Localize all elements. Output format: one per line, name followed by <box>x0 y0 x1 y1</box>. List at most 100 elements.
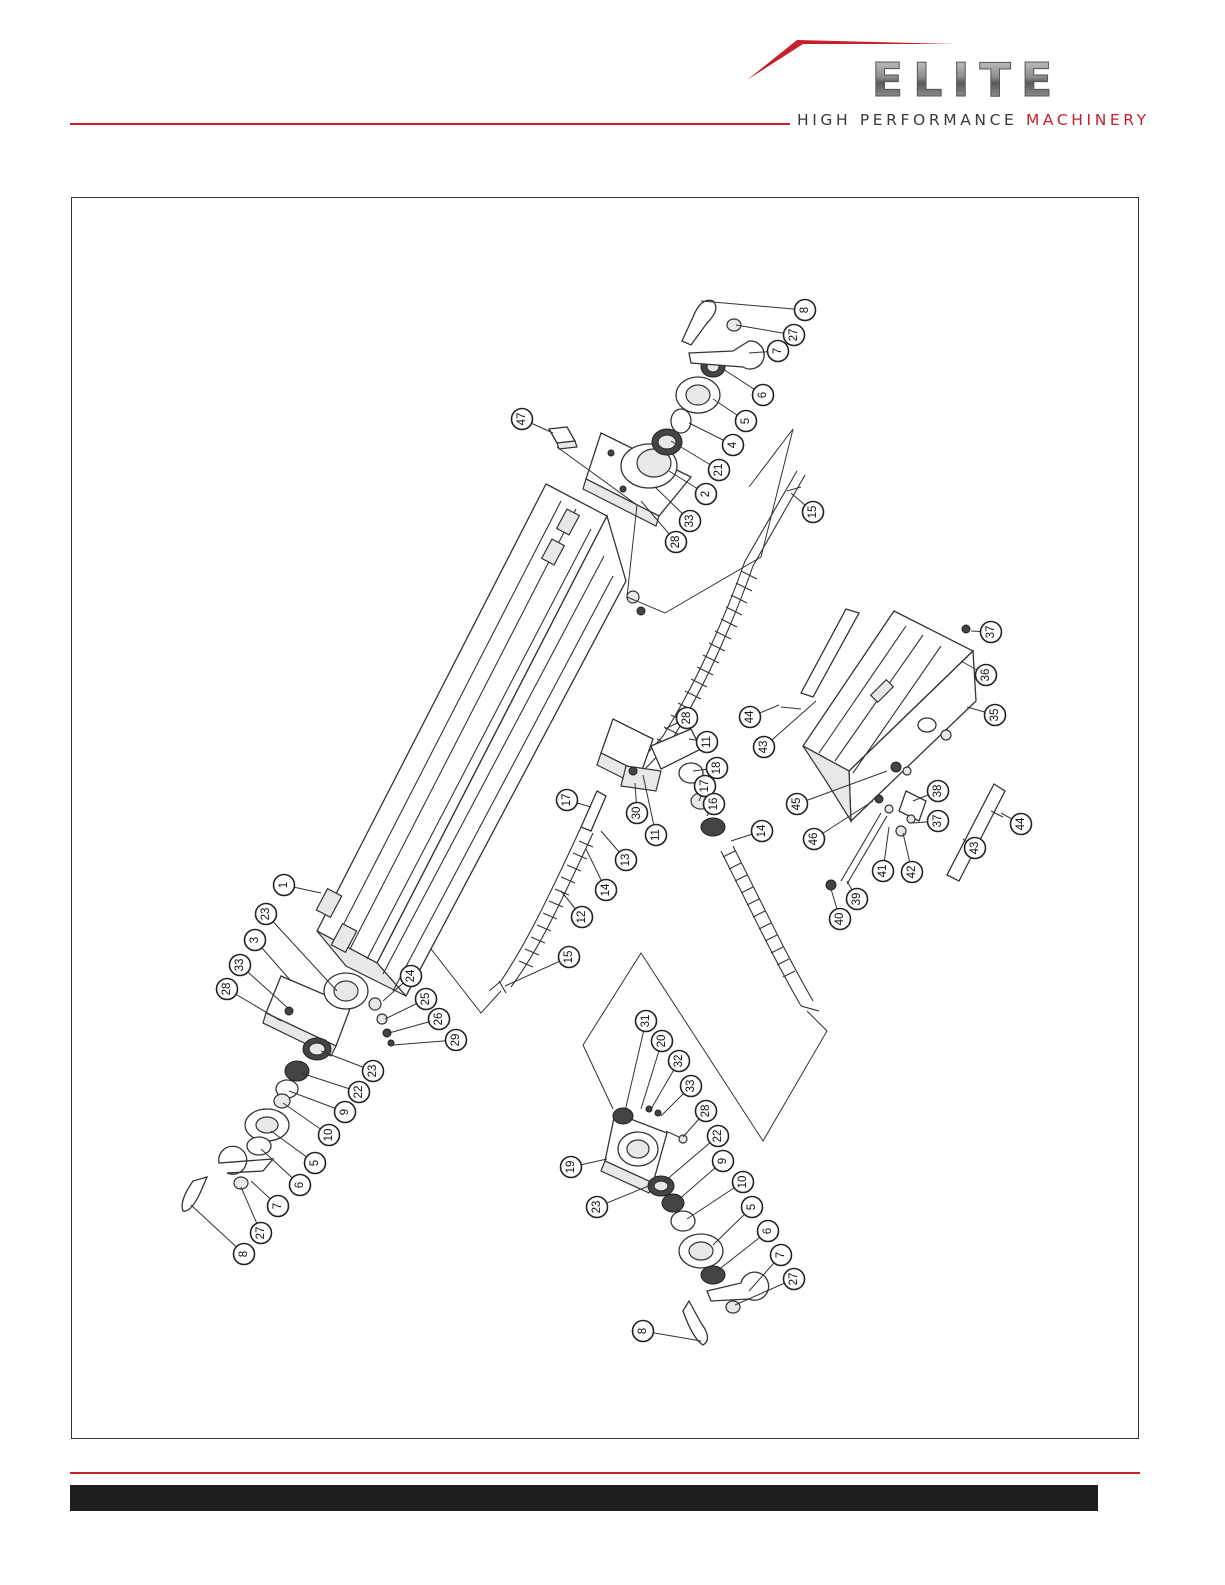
callout-number: 7 <box>272 1203 284 1209</box>
part-callout-19: 19 <box>561 1157 608 1178</box>
callout-number: 15 <box>563 951 575 964</box>
part-callout-15: 15 <box>791 493 824 523</box>
callout-number: 31 <box>640 1015 652 1028</box>
part-callout-4: 4 <box>689 423 744 456</box>
footer-rule <box>70 1472 1140 1474</box>
callout-leader-line <box>625 1021 646 1111</box>
header-rule <box>70 123 790 125</box>
part-callout-5: 5 <box>713 1197 763 1246</box>
callout-number: 21 <box>713 464 725 477</box>
part-callout-8: 8 <box>701 300 816 321</box>
part-callout-29: 29 <box>393 1030 467 1051</box>
callout-number: 23 <box>591 1201 603 1214</box>
part-callout-47: 47 <box>512 409 554 434</box>
part-callout-7: 7 <box>251 1181 289 1217</box>
callout-number: 47 <box>516 413 528 426</box>
callout-number: 10 <box>323 1129 335 1142</box>
part-callout-12: 12 <box>561 891 593 928</box>
callout-number: 17 <box>699 780 711 793</box>
part-callout-6: 6 <box>717 1221 779 1272</box>
callout-number: 5 <box>740 418 752 424</box>
callout-number: 20 <box>656 1035 668 1048</box>
callout-leader-line <box>701 301 805 310</box>
callout-number: 43 <box>758 741 770 754</box>
callout-number: 9 <box>339 1109 351 1115</box>
stop-block <box>549 427 577 449</box>
part-callout-44: 44 <box>1001 813 1032 835</box>
callout-number: 8 <box>238 1251 250 1257</box>
callout-number: 2 <box>700 491 712 497</box>
part-callout-37: 37 <box>971 622 1002 643</box>
callout-number: 27 <box>788 1273 800 1286</box>
part-callout-13: 13 <box>601 831 637 871</box>
part-callout-22: 22 <box>301 1073 370 1103</box>
callout-number: 39 <box>851 893 863 906</box>
part-callout-38: 38 <box>913 781 949 802</box>
part-callout-9: 9 <box>289 1091 356 1123</box>
callout-number: 18 <box>711 762 723 775</box>
callout-number: 44 <box>744 710 756 723</box>
callout-number: 6 <box>757 392 769 398</box>
part-callout-1: 1 <box>274 875 322 896</box>
callout-number: 12 <box>576 911 588 924</box>
callout-number: 7 <box>775 1252 787 1258</box>
callout-number: 8 <box>799 307 811 313</box>
logo-tagline-main: HIGH PERFORMANCE <box>797 111 1017 129</box>
logo-word: ELITE <box>872 54 1063 107</box>
logo-wordmark: ELITE <box>795 54 1140 116</box>
part-callout-14: 14 <box>586 849 617 901</box>
callout-number: 27 <box>255 1227 267 1240</box>
callout-number: 22 <box>353 1086 365 1099</box>
callout-number: 15 <box>807 506 819 519</box>
diagram-canvas: 8277654212332847153736354443281118171614… <box>72 198 1138 1438</box>
part-callout-6: 6 <box>261 1149 311 1196</box>
callout-number: 30 <box>631 807 643 820</box>
callout-number: 36 <box>980 669 992 682</box>
callout-number: 32 <box>673 1055 685 1068</box>
callout-number: 7 <box>772 348 784 354</box>
part-callout-3: 3 <box>245 930 292 982</box>
callout-number: 19 <box>565 1161 577 1174</box>
bottom-end-bracket <box>601 1106 687 1193</box>
part-callout-14: 14 <box>731 821 773 842</box>
part-callout-39: 39 <box>847 881 868 910</box>
callout-number: 22 <box>712 1130 724 1143</box>
left-feed-screw <box>489 791 606 993</box>
exploded-parts-diagram: 8277654212332847153736354443281118171614… <box>71 197 1139 1439</box>
callout-number: 4 <box>727 441 739 448</box>
part-callout-46: 46 <box>804 801 874 850</box>
part-callout-5: 5 <box>271 1131 326 1174</box>
callout-number: 43 <box>969 842 981 855</box>
part-callout-8: 8 <box>191 1205 255 1265</box>
callout-number: 17 <box>561 794 573 807</box>
callout-number: 33 <box>684 515 696 528</box>
part-callout-16: 16 <box>704 794 725 817</box>
callout-number: 37 <box>985 626 997 639</box>
callout-number: 16 <box>708 798 720 811</box>
callout-number: 45 <box>791 798 803 811</box>
callout-number: 42 <box>906 866 918 879</box>
part-callout-31: 31 <box>625 1011 657 1112</box>
callout-number: 10 <box>737 1176 749 1189</box>
callout-number: 13 <box>620 854 632 867</box>
callout-number: 11 <box>650 829 662 841</box>
callout-number: 6 <box>294 1182 306 1188</box>
callout-number: 23 <box>367 1065 379 1078</box>
logo-tagline: HIGH PERFORMANCE MACHINERY <box>797 111 1150 129</box>
callout-number: 23 <box>260 908 272 921</box>
callout-number: 8 <box>637 1328 649 1334</box>
part-callout-35: 35 <box>967 705 1006 726</box>
part-callout-17: 17 <box>557 790 592 811</box>
table-body <box>316 484 645 996</box>
callout-number: 5 <box>309 1160 321 1166</box>
callout-number: 6 <box>762 1228 774 1234</box>
callout-number: 38 <box>932 785 944 798</box>
part-callout-20: 20 <box>641 1031 673 1110</box>
footer-bar <box>70 1485 1098 1511</box>
callout-number: 44 <box>1015 817 1027 830</box>
callout-number: 11 <box>701 736 713 748</box>
callout-number: 40 <box>834 913 846 926</box>
part-callout-44: 44 <box>740 705 780 728</box>
callout-number: 28 <box>221 983 233 996</box>
callout-number: 46 <box>808 833 820 846</box>
